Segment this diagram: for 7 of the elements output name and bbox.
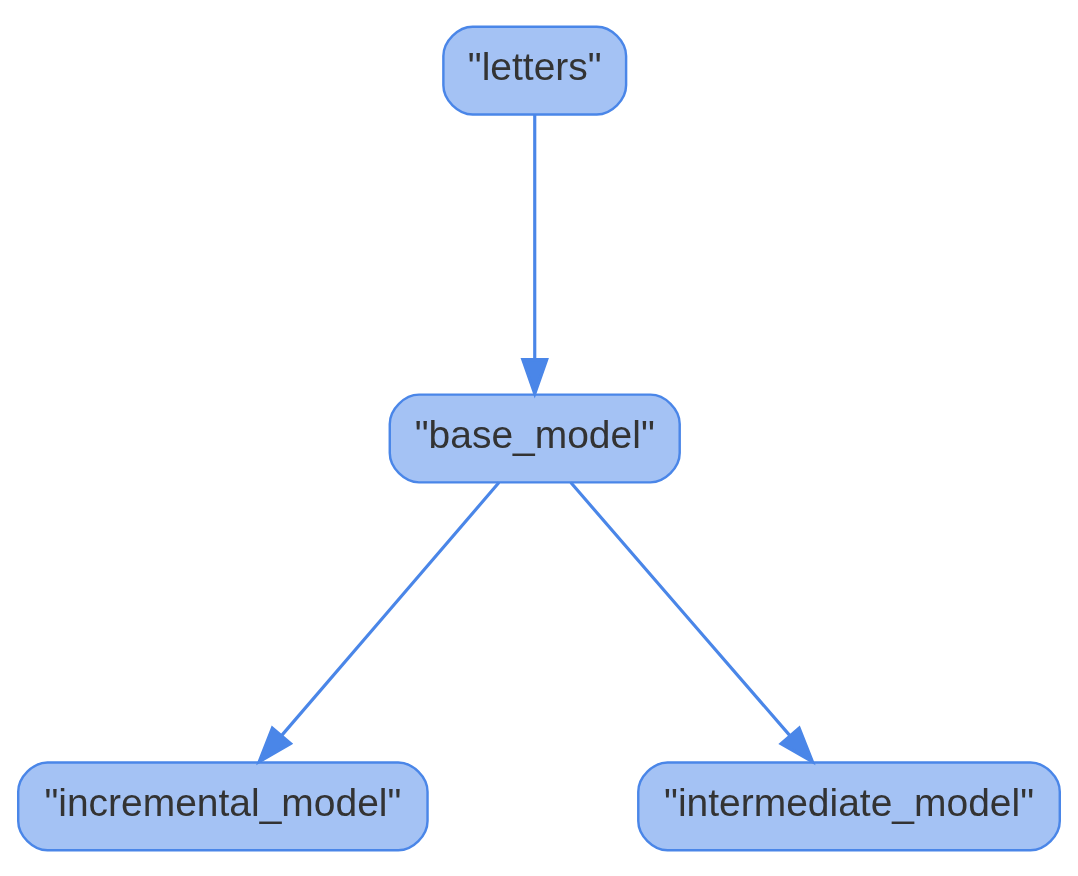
arrow	[520, 114, 549, 399]
node-box: "letters"	[442, 25, 628, 116]
arrow	[569, 481, 816, 765]
node-box: "incremental_model"	[17, 760, 429, 851]
arrow	[256, 481, 501, 765]
node-box: "base_model"	[388, 392, 681, 484]
node-box: "intermediate_model"	[637, 760, 1061, 851]
